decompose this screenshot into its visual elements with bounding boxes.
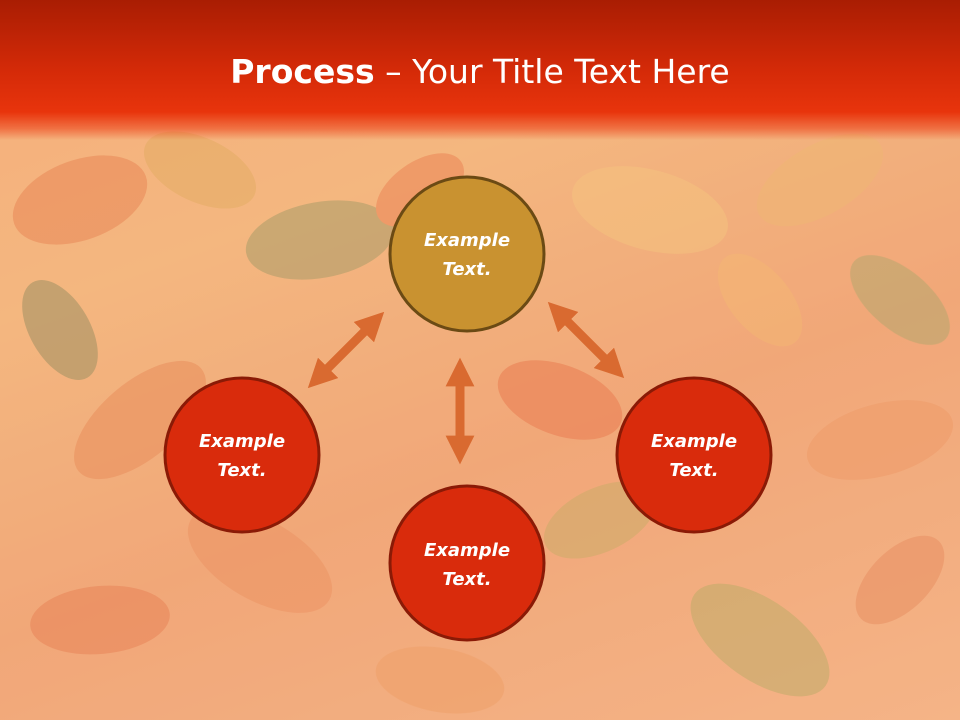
node-top-line2: Text.: [442, 259, 491, 280]
node-right: Example Text.: [615, 376, 773, 534]
node-bottom-circle: [388, 484, 546, 642]
title-bold: Process: [230, 52, 375, 91]
slide-title: Process – Your Title Text Here: [0, 52, 960, 91]
node-bottom-line1: Example: [424, 540, 510, 561]
node-top-circle: [388, 175, 546, 333]
node-left-circle: [163, 376, 321, 534]
node-bottom-line2: Text.: [442, 569, 491, 590]
node-left-line2: Text.: [217, 460, 266, 481]
node-left: Example Text.: [163, 376, 321, 534]
title-bar: [0, 0, 960, 140]
node-bottom: Example Text.: [388, 484, 546, 642]
node-top-line1: Example: [424, 230, 510, 251]
arrow-top-left: [307, 311, 385, 389]
node-top: Example Text.: [388, 175, 546, 333]
title-separator: –: [374, 52, 413, 91]
node-right-line1: Example: [651, 431, 737, 452]
node-right-circle: [615, 376, 773, 534]
arrow-top-right: [547, 301, 625, 379]
title-rest: Your Title Text Here: [412, 52, 730, 91]
node-left-line1: Example: [199, 431, 285, 452]
node-right-line2: Text.: [669, 460, 718, 481]
